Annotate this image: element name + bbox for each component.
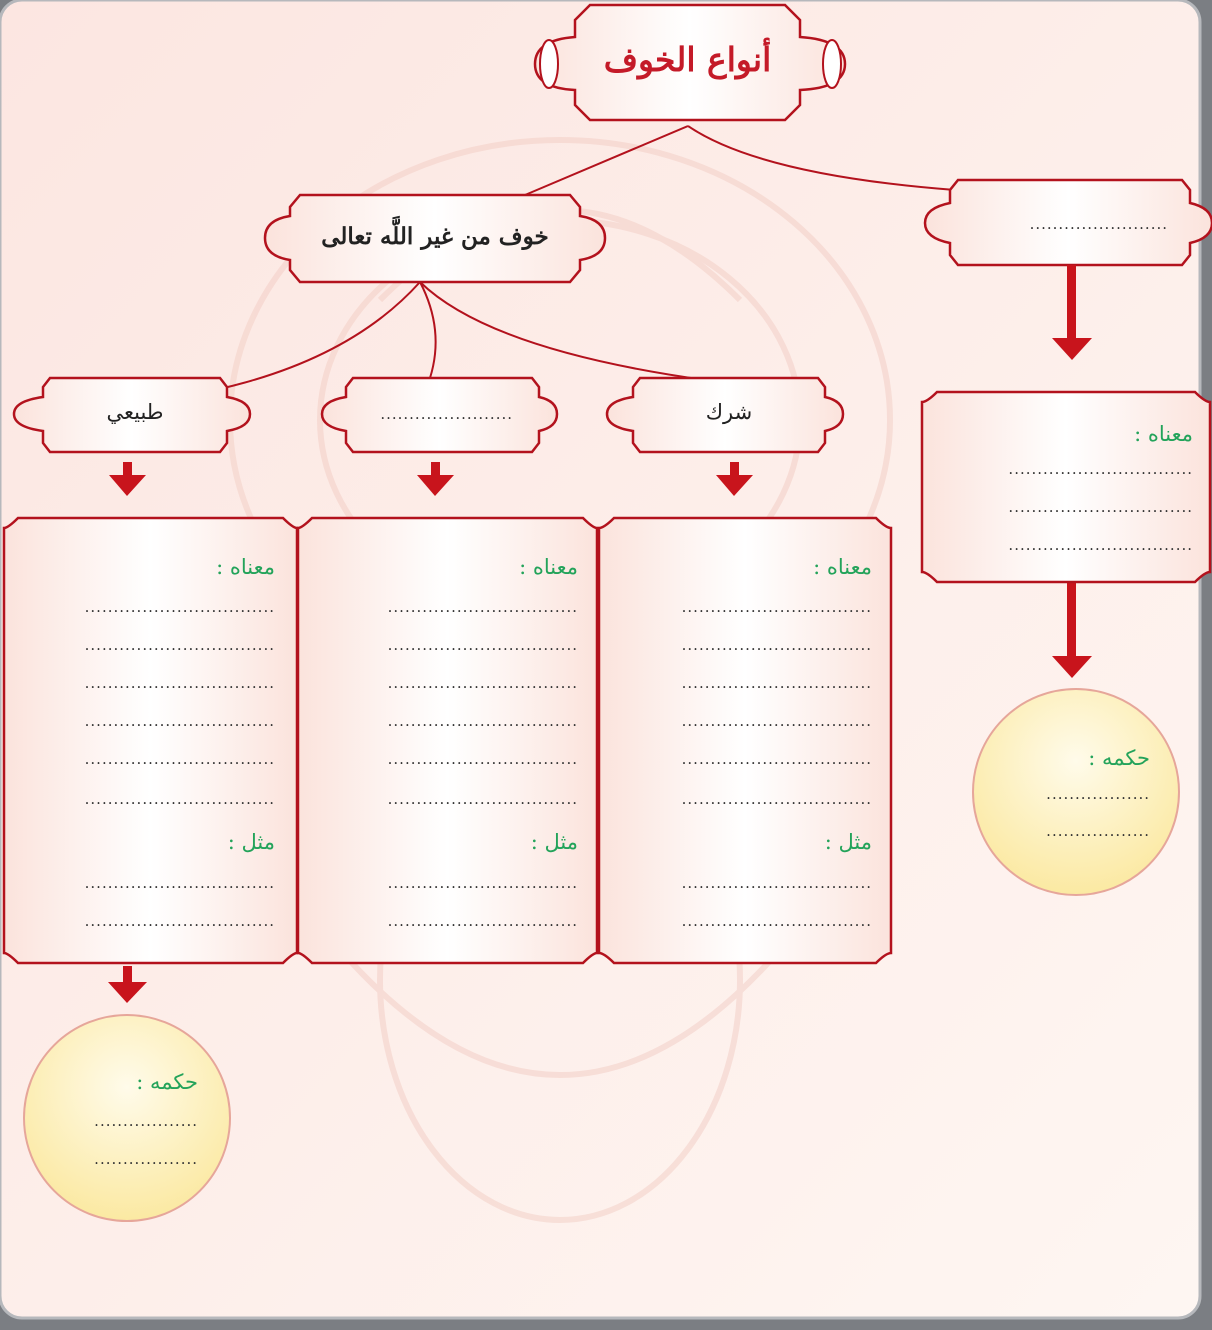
box3-line-1: .................................	[84, 598, 275, 616]
connector-left-cat3	[214, 281, 421, 391]
right-ruling-line-2: ..................	[1046, 822, 1150, 840]
detail-box-2	[296, 516, 599, 965]
connector-title-right	[687, 125, 956, 191]
branch-left-label: خوف من غير اللَّه تعالى	[321, 223, 549, 250]
box2-line-4: .................................	[387, 712, 578, 730]
box3-line-7: .................................	[84, 874, 275, 892]
box2-line-5: .................................	[387, 750, 578, 768]
right-meaning-label: معناه :	[1134, 422, 1193, 446]
box2-example-label: مثل :	[530, 830, 578, 854]
box3-meaning-label: معناه :	[216, 555, 275, 579]
connector-left-cat2	[419, 281, 437, 379]
box2-line-6: .................................	[387, 790, 578, 808]
box3-line-5: .................................	[84, 750, 275, 768]
category-box-1	[605, 376, 845, 454]
connector-title-left	[524, 125, 689, 196]
box2-line-8: .................................	[387, 912, 578, 930]
box3-line-6: .................................	[84, 790, 275, 808]
natural-ruling-label: حكمه :	[136, 1070, 198, 1094]
box2-line-2: .................................	[387, 636, 578, 654]
box1-line-6: .................................	[681, 790, 872, 808]
ruling-circle-natural	[23, 1014, 231, 1222]
arrow-cat-3	[109, 462, 146, 496]
right-ruling-line-1: ..................	[1046, 785, 1150, 803]
box1-line-3: .................................	[681, 674, 872, 692]
connector-left-cat1	[419, 281, 706, 381]
arrow-natural-ruling	[108, 966, 147, 1003]
arrow-cat-1	[716, 462, 753, 496]
natural-ruling-line-2: ..................	[94, 1150, 198, 1168]
detail-box-3	[2, 516, 299, 965]
title-box	[533, 3, 847, 122]
arrow-cat-2	[417, 462, 454, 496]
category-label-shirk: شرك	[705, 400, 753, 424]
ruling-circle-right	[972, 688, 1180, 896]
arrows	[108, 265, 1092, 1003]
box2-meaning-label: معناه :	[519, 555, 578, 579]
diagram-title: أنواع الخوف	[603, 40, 772, 79]
connector-lines	[214, 125, 956, 391]
box1-line-8: .................................	[681, 912, 872, 930]
right-ruling-label: حكمه :	[1088, 746, 1150, 770]
branch-left-box	[263, 193, 607, 284]
branch-right-blank: ........................	[1029, 215, 1168, 233]
box3-line-8: .................................	[84, 912, 275, 930]
box2-line-1: .................................	[387, 598, 578, 616]
arrow-right-branch	[1052, 265, 1092, 360]
box3-line-2: .................................	[84, 636, 275, 654]
box2-line-3: .................................	[387, 674, 578, 692]
arrow-right-ruling	[1052, 583, 1092, 678]
category-box-3	[12, 376, 252, 454]
branch-right-box	[923, 178, 1212, 267]
right-meaning-line-1: ................................	[1008, 460, 1193, 478]
natural-ruling-line-1: ..................	[94, 1112, 198, 1130]
box3-line-4: .................................	[84, 712, 275, 730]
category-label-blank: .......................	[380, 405, 513, 423]
category-label-natural: طبيعي	[106, 400, 164, 424]
right-meaning-box	[920, 390, 1212, 584]
box3-example-label: مثل :	[227, 830, 275, 854]
box3-line-3: .................................	[84, 674, 275, 692]
category-box-2	[320, 376, 559, 454]
box1-meaning-label: معناه :	[813, 555, 872, 579]
box1-line-5: .................................	[681, 750, 872, 768]
box1-line-7: .................................	[681, 874, 872, 892]
box1-example-label: مثل :	[824, 830, 872, 854]
box1-line-2: .................................	[681, 636, 872, 654]
right-meaning-line-2: ................................	[1008, 498, 1193, 516]
box1-line-1: .................................	[681, 598, 872, 616]
box1-line-4: .................................	[681, 712, 872, 730]
detail-box-1	[597, 516, 893, 965]
right-meaning-line-3: ................................	[1008, 536, 1193, 554]
box2-line-7: .................................	[387, 874, 578, 892]
